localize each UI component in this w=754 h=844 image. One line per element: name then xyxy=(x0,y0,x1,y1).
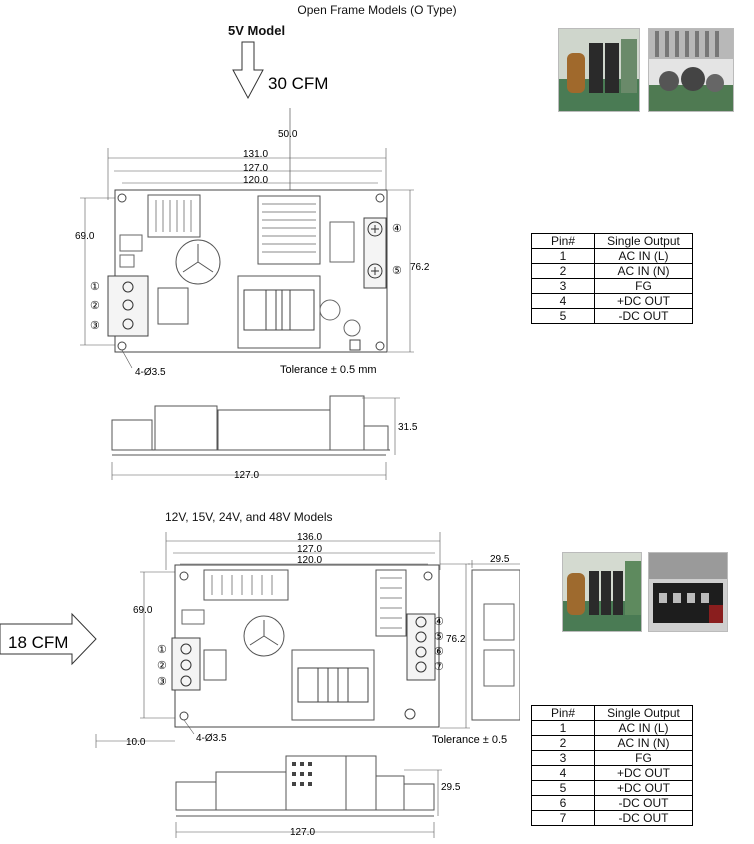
dim-w2-5v: 127.0 xyxy=(243,163,268,174)
pin-label-5v-2: ② xyxy=(90,300,100,312)
model-5v-label: 5V Model xyxy=(228,23,286,38)
dim-side-clearance: 10.0 xyxy=(126,737,146,748)
tolerance-5v: Tolerance ± 0.5 mm xyxy=(280,364,377,376)
pin-function: FG xyxy=(594,278,693,294)
pin-number: 5 xyxy=(531,780,595,796)
table-row: 5+DC OUT xyxy=(531,780,693,796)
dim-h1-multi: 69.0 xyxy=(133,605,153,616)
pin-number: 3 xyxy=(531,750,595,766)
pin-number: 4 xyxy=(531,765,595,781)
product-photo-5v-2 xyxy=(648,28,734,112)
table-row: 7-DC OUT xyxy=(531,810,693,826)
pin-number: 1 xyxy=(531,248,595,264)
side-view-multi xyxy=(175,755,435,817)
dim-side-w-5v: 127.0 xyxy=(234,470,259,481)
model-multi-drawing: 18 CFM 136.0 127.0 120.0 69.0 76.2 ① xyxy=(0,532,520,838)
pin-table-5v-header-output: Single Output xyxy=(594,233,693,249)
side-profile-multi xyxy=(471,569,520,721)
dim-depth-multi: 29.5 xyxy=(490,554,510,565)
dim-top-clearance: 50.0 xyxy=(278,129,298,140)
pin-function: AC IN (L) xyxy=(594,248,693,264)
tolerance-multi: Tolerance ± 0.5 xyxy=(432,734,507,746)
pin-number: 2 xyxy=(531,263,595,279)
pcb-outline-multi xyxy=(174,564,440,728)
pin-number: 7 xyxy=(531,810,595,826)
holes-label-multi: 4-Ø3.5 xyxy=(196,733,227,744)
dim-h1-5v: 69.0 xyxy=(75,231,95,242)
pin-function: -DC OUT xyxy=(594,810,693,826)
table-row: 6-DC OUT xyxy=(531,795,693,811)
product-photo-5v-1 xyxy=(558,28,640,112)
pin-label-multi-4: ④ xyxy=(434,616,444,628)
airflow-label-5v: 30 CFM xyxy=(268,74,328,93)
pin-label-5v-1: ① xyxy=(90,281,100,293)
pin-function: -DC OUT xyxy=(594,308,693,324)
dim-side-w-multi: 127.0 xyxy=(290,827,315,838)
pin-function: +DC OUT xyxy=(594,765,693,781)
pin-function: -DC OUT xyxy=(594,795,693,811)
pin-label-5v-5: ⑤ xyxy=(392,265,402,277)
pin-number: 6 xyxy=(531,795,595,811)
airflow-arrow-5v xyxy=(232,41,264,100)
dim-w1-5v: 131.0 xyxy=(243,149,268,160)
model-multi-label: 12V, 15V, 24V, and 48V Models xyxy=(165,510,333,524)
pin-table-multi-header-pin: Pin# xyxy=(531,705,595,721)
holes-label-5v: 4-Ø3.5 xyxy=(135,367,166,378)
airflow-label-multi: 18 CFM xyxy=(8,633,68,652)
table-row: 5-DC OUT xyxy=(531,308,693,324)
dim-w3-5v: 120.0 xyxy=(243,175,268,186)
pin-function: AC IN (N) xyxy=(594,735,693,751)
pin-label-5v-4: ④ xyxy=(392,223,402,235)
pin-label-multi-6: ⑥ xyxy=(434,646,444,658)
dim-side-h-multi: 29.5 xyxy=(441,782,461,793)
pin-label-multi-3: ③ xyxy=(157,676,167,688)
table-row: 4+DC OUT xyxy=(531,293,693,309)
pin-label-5v-3: ③ xyxy=(90,320,100,332)
pin-table-5v-header-pin: Pin# xyxy=(531,233,595,249)
pin-number: 4 xyxy=(531,293,595,309)
pin-function: +DC OUT xyxy=(594,780,693,796)
model-5v-drawing: 30 CFM 50.0 131.0 127.0 120.0 69.0 76.2 xyxy=(75,41,430,481)
pin-number: 2 xyxy=(531,735,595,751)
table-row: 4+DC OUT xyxy=(531,765,693,781)
pin-function: FG xyxy=(594,750,693,766)
pin-label-multi-7: ⑦ xyxy=(434,661,444,673)
pin-label-multi-2: ② xyxy=(157,660,167,672)
pin-number: 1 xyxy=(531,720,595,736)
pin-label-multi-1: ① xyxy=(157,644,167,656)
pin-function: AC IN (N) xyxy=(594,263,693,279)
pin-function: +DC OUT xyxy=(594,293,693,309)
dim-w2-multi: 127.0 xyxy=(297,544,322,555)
pin-number: 3 xyxy=(531,278,595,294)
dim-side-h-5v: 31.5 xyxy=(398,422,418,433)
pin-table-multi-header-output: Single Output xyxy=(594,705,693,721)
pin-function: AC IN (L) xyxy=(594,720,693,736)
side-view-5v xyxy=(111,395,390,456)
dim-w1-multi: 136.0 xyxy=(297,532,322,543)
dim-w3-multi: 120.0 xyxy=(297,555,322,566)
product-photo-multi-1 xyxy=(562,552,642,632)
page-title: Open Frame Models (O Type) xyxy=(297,3,457,17)
dim-h2-multi: 76.2 xyxy=(446,634,466,645)
dim-h2-5v: 76.2 xyxy=(410,262,430,273)
pin-label-multi-5: ⑤ xyxy=(434,631,444,643)
airflow-arrow-multi xyxy=(0,612,97,666)
pin-number: 5 xyxy=(531,308,595,324)
pcb-outline-5v xyxy=(114,189,388,353)
product-photo-multi-2 xyxy=(648,552,728,632)
